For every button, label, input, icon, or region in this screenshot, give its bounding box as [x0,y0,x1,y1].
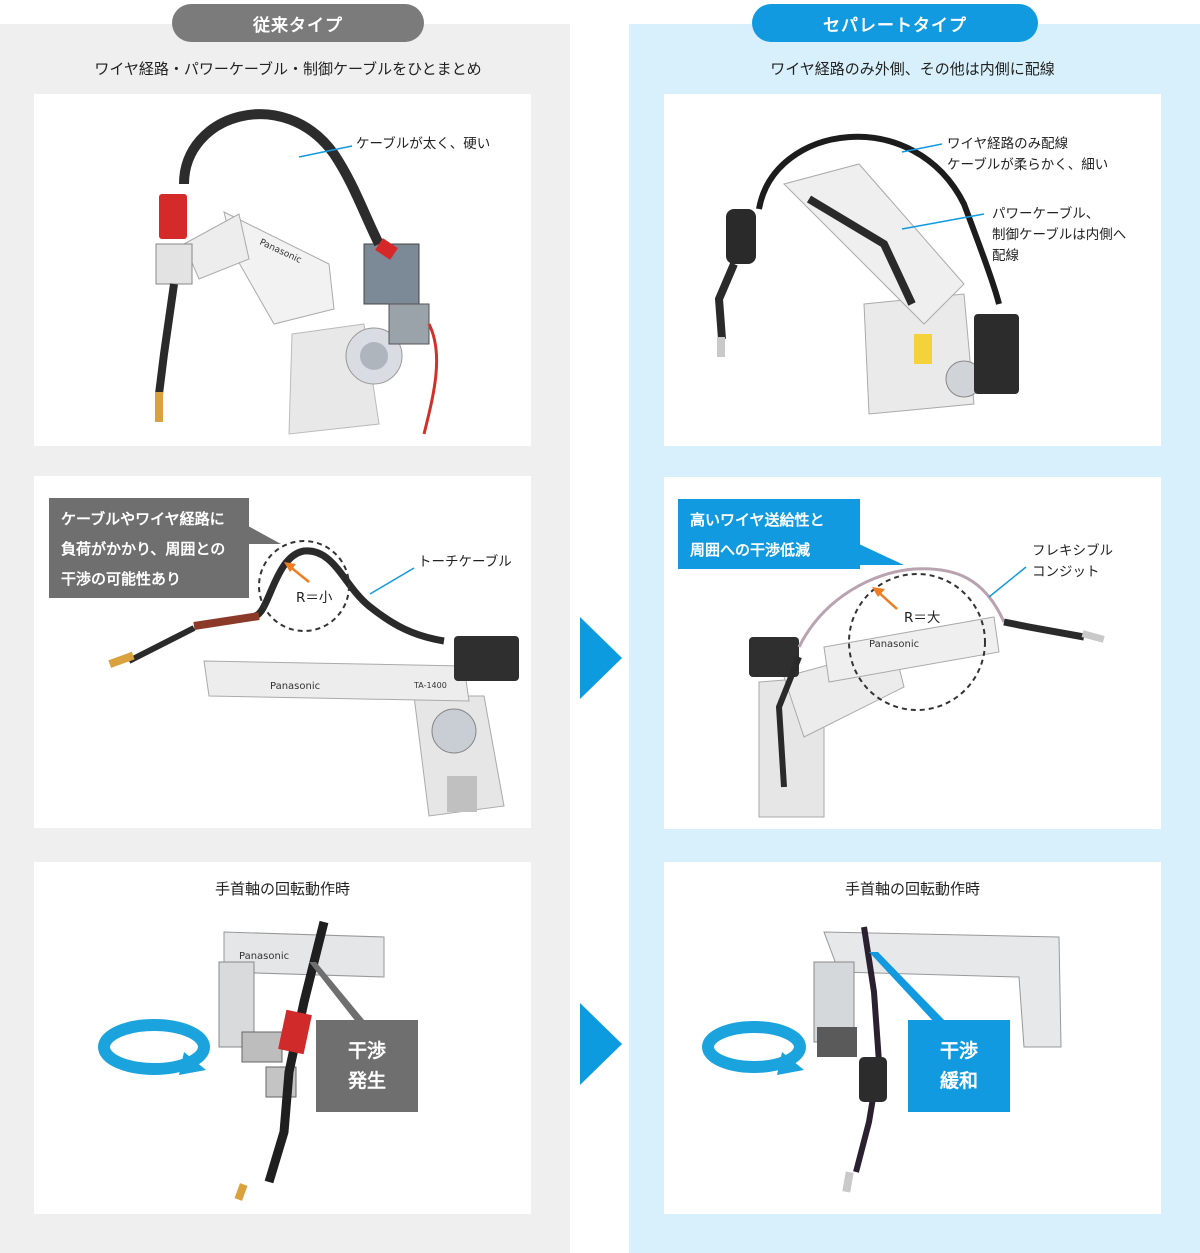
conventional-cable-panel: Panasonic TA-1400 ケーブルやワイヤ経路に 負荷がかかり、周囲と… [34,476,531,828]
flexible-conduit-label: フレキシブル コンジット [1032,543,1113,580]
robot-arm-image: Panasonic TA-1400 [108,547,519,817]
separate-robot-panel: ワイヤ経路のみ配線 ケーブルが柔らかく、細い パワーケーブル、 制御ケーブルは内… [664,94,1161,446]
robot-arm-image [714,133,1019,415]
wire-path-label: ワイヤ経路のみ配線 ケーブルが柔らかく、細い [947,136,1109,173]
conventional-subtitle: ワイヤ経路・パワーケーブル・制御ケーブルをひとまとめ [94,60,482,78]
torch-cable-label: トーチケーブル [418,554,512,570]
power-cable-label: パワーケーブル、 制御ケーブルは内側へ 配線 [992,206,1127,264]
separate-type-header: セパレートタイプ [752,4,1038,42]
robot-arm-image: Panasonic [98,920,385,1201]
rotation-title: 手首軸の回転動作時 [214,880,350,898]
radius-small-label: R＝小 [296,590,333,606]
robot-arm-image [702,926,1062,1193]
conventional-warning-callout: ケーブルやワイヤ経路に 負荷がかかり、周囲との 干渉の可能性あり [49,498,249,598]
conventional-type-header: 従来タイプ [172,4,424,42]
rotation-arrow-icon [179,1052,206,1075]
robot-arm-image: Panasonic [749,567,1105,818]
model-text: TA-1400 [413,681,447,690]
next-arrow-icon [580,617,622,699]
separate-rotation-panel: 手首軸の回転動作時 干渉 緩和 [664,862,1161,1214]
conventional-robot-panel: Panasonic ケーブルが太く、硬い [34,94,531,446]
thick-cable-label: ケーブルが太く、硬い [356,136,491,152]
brand-text: Panasonic [869,639,919,650]
interference-occurs-box: 干渉 発生 [316,1020,418,1112]
separate-cable-panel: Panasonic 高いワイヤ送給性と 周囲への干渉低減 R＝大 フレキシブル … [664,477,1161,829]
rotation-title: 手首軸の回転動作時 [844,880,980,898]
interference-reduced-box: 干渉 緩和 [908,1020,1010,1112]
radius-large-label: R＝大 [904,610,941,626]
conventional-rotation-panel: 手首軸の回転動作時 Panasonic 干渉 発生 [34,862,531,1214]
robot-arm-image: Panasonic [155,109,439,435]
brand-text: Panasonic [270,681,320,692]
separate-benefit-callout: 高いワイヤ送給性と 周囲への干渉低減 [678,499,860,569]
rotation-arrow-icon [777,1052,804,1075]
brand-text: Panasonic [239,951,289,962]
separate-subtitle: ワイヤ経路のみ外側、その他は内側に配線 [770,60,1055,78]
next-arrow-icon [580,1003,622,1085]
